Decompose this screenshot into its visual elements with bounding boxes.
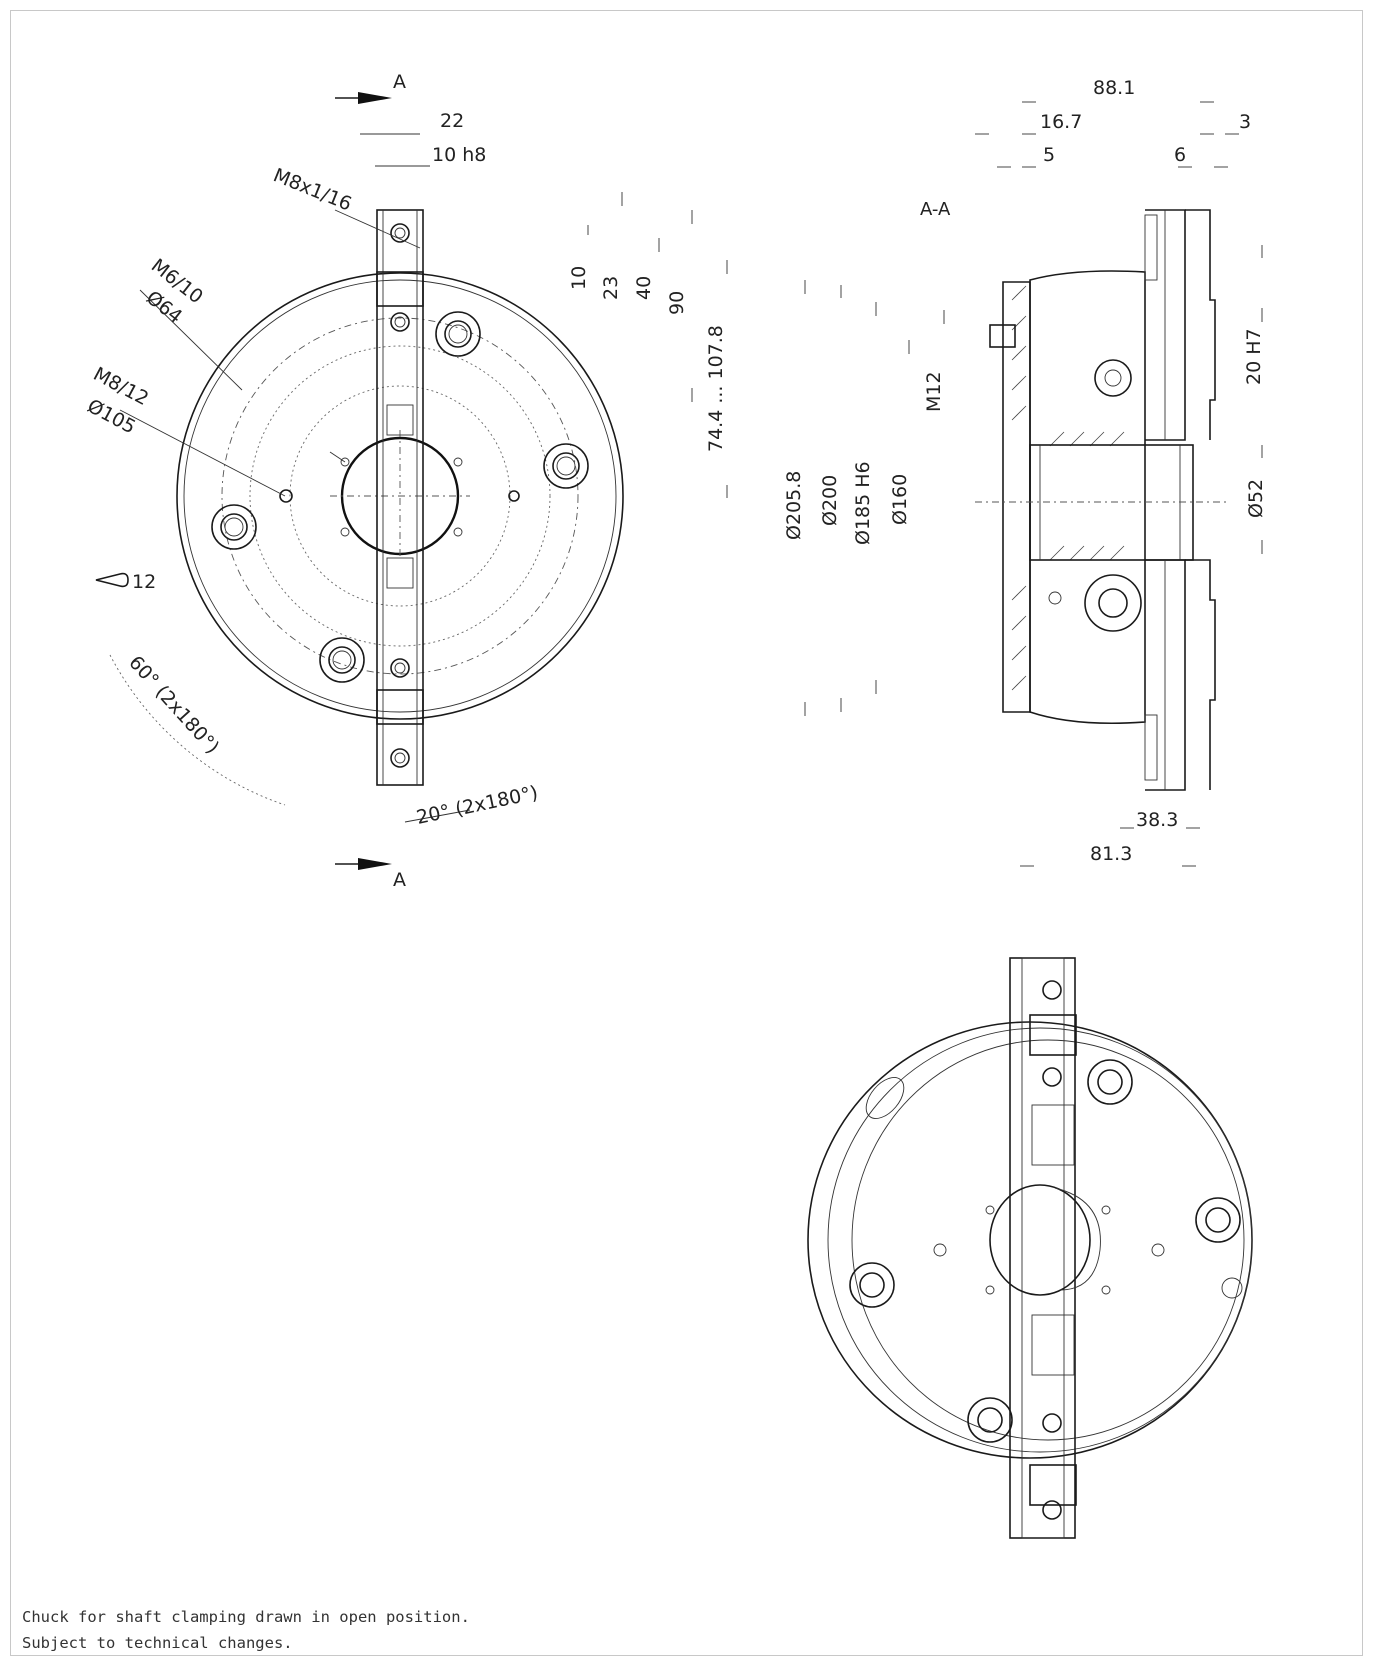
dim-dia160: Ø160 bbox=[889, 474, 911, 525]
section-title: A-A bbox=[920, 199, 951, 220]
dim-3: 3 bbox=[1239, 111, 1251, 133]
section-marker-bottom: A bbox=[393, 869, 406, 891]
section-view: A-A 88.1 16.7 3 5 6 bbox=[920, 77, 1267, 867]
dim-22: 22 bbox=[440, 110, 464, 132]
dim-5: 5 bbox=[1043, 144, 1055, 166]
isometric-view bbox=[807, 957, 1253, 1539]
bore-holes bbox=[279, 457, 520, 537]
mounting-bolts bbox=[211, 311, 589, 683]
dim-881: 88.1 bbox=[1093, 77, 1135, 99]
dim-m12: M12 bbox=[923, 371, 945, 412]
dim-key-12: 12 bbox=[132, 571, 156, 593]
dim-20h7: 20 H7 bbox=[1243, 328, 1265, 385]
drawing-notes: Chuck for shaft clamping drawn in open p… bbox=[22, 1604, 470, 1656]
jaw-screws bbox=[390, 223, 410, 768]
section-arrow-bottom: A bbox=[335, 858, 406, 891]
note-open-position: Chuck for shaft clamping drawn in open p… bbox=[22, 1608, 470, 1626]
drawing-sheet bbox=[10, 10, 1363, 1656]
dim-h90: 90 bbox=[666, 291, 688, 315]
dim-h107: 74.4 ... 107.8 bbox=[705, 325, 727, 452]
chuck-body-outline bbox=[176, 272, 624, 720]
dim-h10: 10 bbox=[568, 266, 590, 290]
dim-dia200: Ø200 bbox=[819, 475, 841, 526]
section-bore bbox=[1029, 444, 1194, 561]
dim-10h8: 10 h8 bbox=[432, 144, 486, 166]
dim-813: 81.3 bbox=[1090, 843, 1132, 865]
diameter-dimensions: Ø205.8 Ø200 Ø185 H6 Ø160 M12 bbox=[783, 280, 945, 716]
dim-dia185: Ø185 H6 bbox=[852, 461, 874, 545]
dim-angle-60: 60° (2x180°) bbox=[124, 652, 223, 759]
dim-h40: 40 bbox=[633, 276, 655, 300]
note-technical-changes: Subject to technical changes. bbox=[22, 1634, 293, 1652]
key-symbol bbox=[95, 572, 129, 588]
dim-dia2058: Ø205.8 bbox=[783, 471, 805, 540]
section-marker-top: A bbox=[393, 71, 406, 93]
jaw-rail bbox=[376, 209, 424, 786]
dim-6: 6 bbox=[1174, 144, 1186, 166]
dim-h23: 23 bbox=[600, 276, 622, 300]
section-jaws bbox=[1144, 209, 1216, 791]
dim-angle-20: 20° (2x180°) bbox=[414, 782, 540, 829]
dim-m8x1: M8x1/16 bbox=[270, 164, 355, 215]
dim-dia52: Ø52 bbox=[1245, 479, 1267, 518]
dim-167: 16.7 bbox=[1040, 111, 1082, 133]
front-view: A A bbox=[84, 71, 624, 891]
dim-383: 38.3 bbox=[1136, 809, 1178, 831]
section-arrow-top: A bbox=[335, 71, 406, 104]
height-dimensions: 10 23 40 90 74.4 ... 107.8 bbox=[568, 192, 728, 498]
